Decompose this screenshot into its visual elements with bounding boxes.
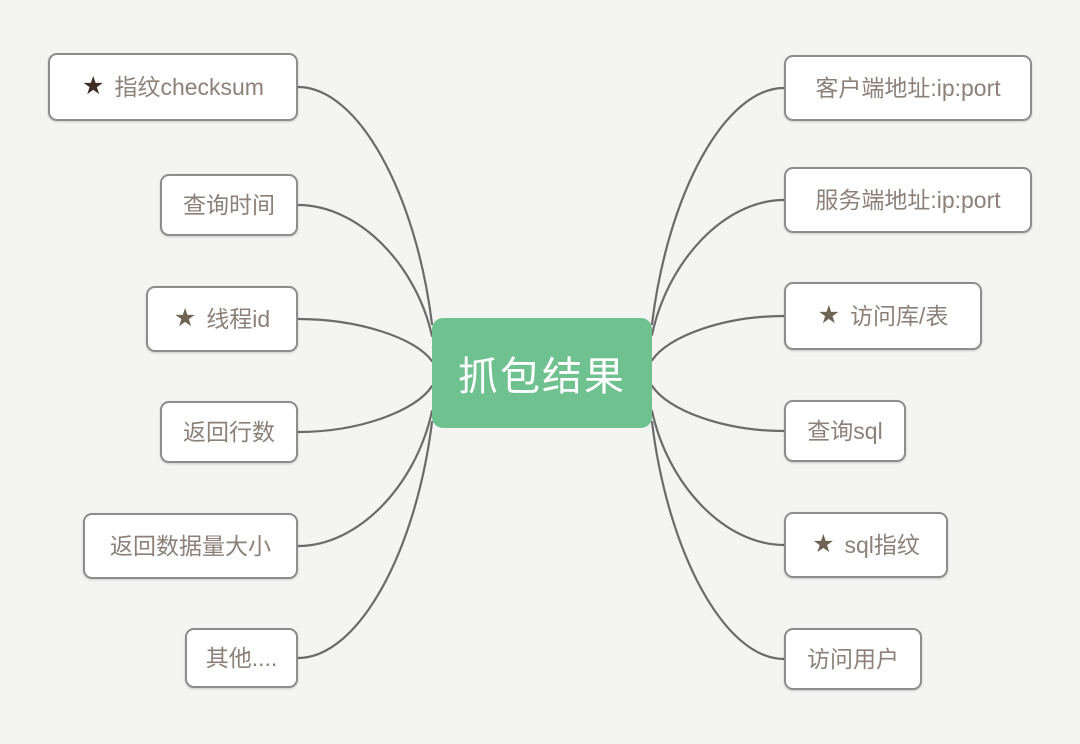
branch-node[interactable]: 返回行数 xyxy=(160,401,298,463)
branch-node-label: 指纹checksum xyxy=(114,73,264,100)
connector-line xyxy=(296,85,434,326)
branch-node-label: 线程id xyxy=(206,305,271,332)
connector-line xyxy=(296,420,434,660)
connector-line xyxy=(650,86,786,326)
connector-line xyxy=(650,384,786,433)
branch-node[interactable]: 查询时间 xyxy=(160,174,298,236)
star-icon: ★ xyxy=(173,303,197,332)
branch-node-label: 客户端地址:ip:port xyxy=(815,74,1001,101)
connector-line xyxy=(650,314,786,362)
star-icon: ★ xyxy=(82,71,105,100)
branch-node[interactable]: ★ sql指纹 xyxy=(784,512,948,578)
branch-node[interactable]: 其他.... xyxy=(185,628,298,688)
branch-node-label: 查询sql xyxy=(807,417,883,444)
branch-node[interactable]: 返回数据量大小 xyxy=(83,513,298,579)
branch-node-label: 访问用户 xyxy=(807,645,899,672)
connector-line xyxy=(650,420,786,661)
connector-line xyxy=(650,198,786,337)
branch-node[interactable]: 查询sql xyxy=(784,400,906,462)
connector-line xyxy=(296,384,434,434)
branch-node-label: 其他.... xyxy=(205,644,278,671)
branch-node-label: 返回数据量大小 xyxy=(110,532,271,559)
connector-line xyxy=(296,203,434,338)
branch-node-label: 服务端地址:ip:port xyxy=(815,186,1001,213)
star-icon: ★ xyxy=(812,529,835,558)
connector-line xyxy=(296,409,434,548)
connector-line xyxy=(296,317,434,363)
branch-node[interactable]: 客户端地址:ip:port xyxy=(784,55,1032,121)
branch-node[interactable]: 访问用户 xyxy=(784,628,922,690)
branch-node-label: 访问库/表 xyxy=(850,302,949,329)
center-node[interactable]: 抓包结果 xyxy=(432,318,652,428)
branch-node[interactable]: ★ 访问库/表 xyxy=(784,282,982,350)
branch-node[interactable]: 服务端地址:ip:port xyxy=(784,167,1032,233)
branch-node-label: 返回行数 xyxy=(183,418,275,445)
branch-node-label: sql指纹 xyxy=(844,531,920,558)
center-node-label: 抓包结果 xyxy=(458,355,626,399)
branch-node-label: 查询时间 xyxy=(183,191,275,218)
connector-line xyxy=(650,409,786,547)
branch-node[interactable]: ★ 线程id xyxy=(146,286,298,352)
branch-node[interactable]: ★ 指纹checksum xyxy=(48,53,298,121)
star-icon: ★ xyxy=(817,300,841,329)
